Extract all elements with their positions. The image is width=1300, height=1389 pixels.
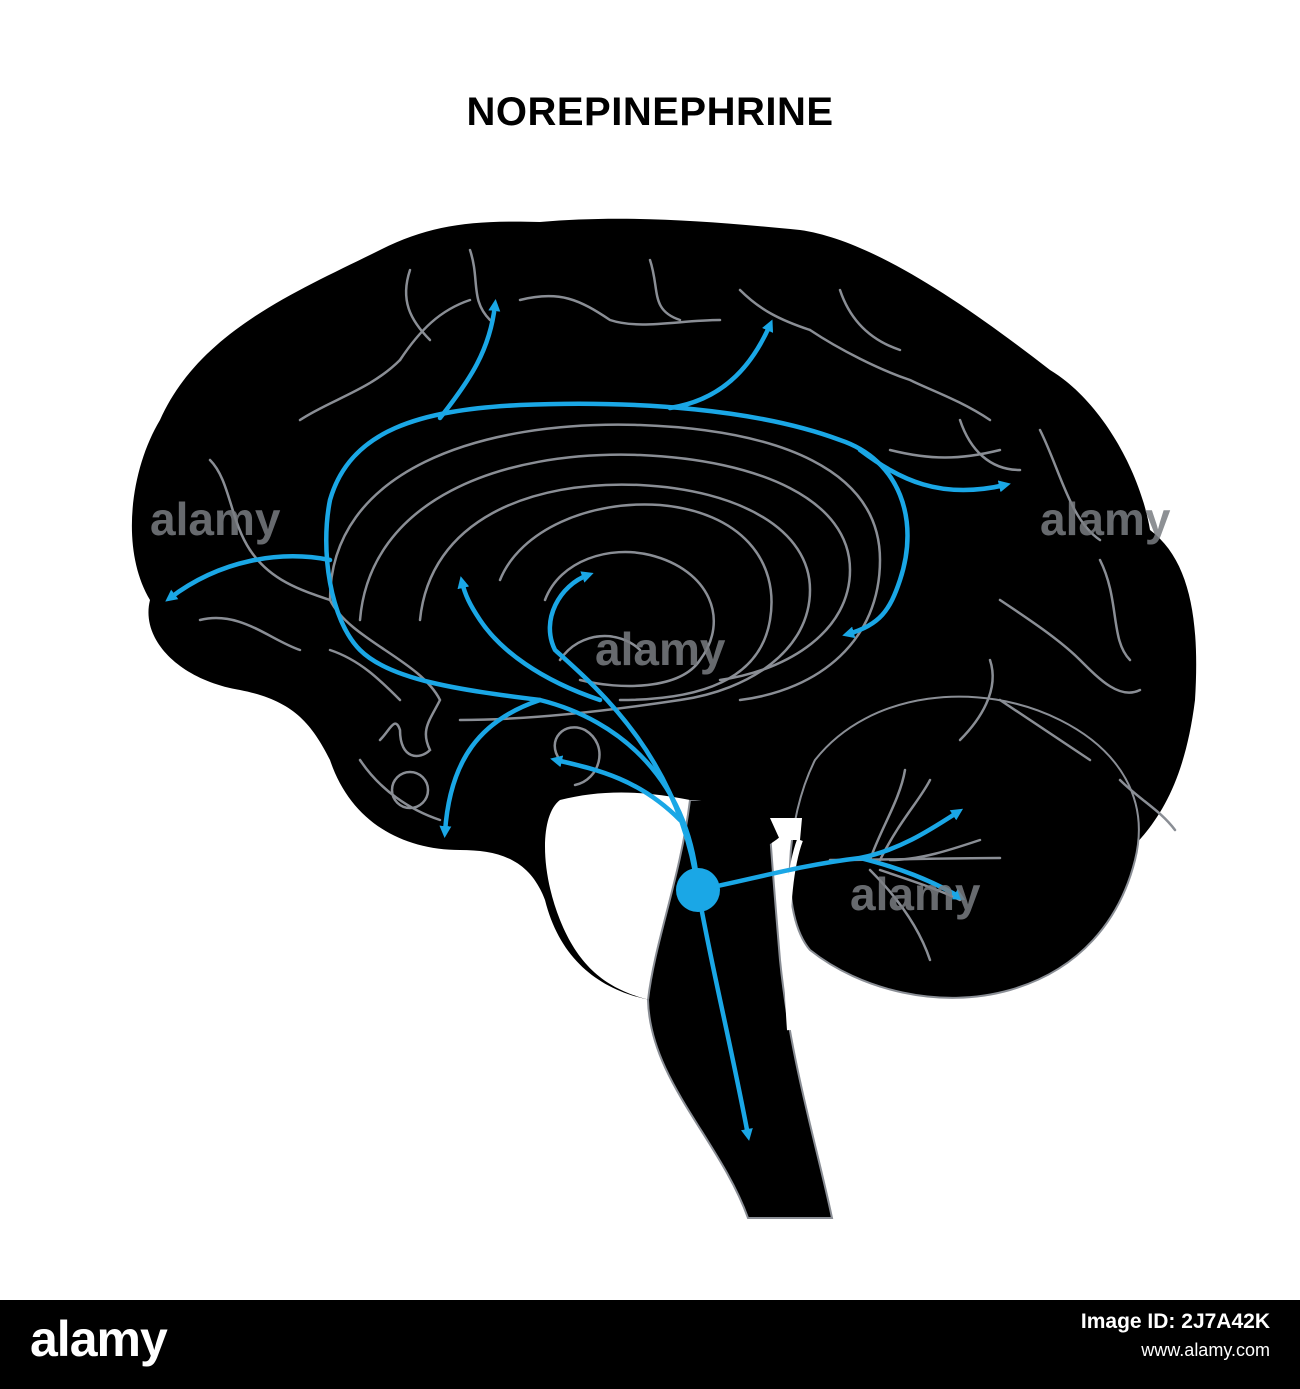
cerebellum <box>788 695 1140 999</box>
watermark-right: alamy <box>1040 493 1171 545</box>
pathway-thalamic-1 <box>547 571 701 893</box>
footer-bar: alamy Image ID: 2J7A42K www.alamy.com <box>0 1300 1300 1389</box>
brainstem-divider <box>784 838 803 1031</box>
pathway-superior-1 <box>437 299 501 421</box>
footer-image-info: Image ID: 2J7A42K www.alamy.com <box>1081 1308 1270 1364</box>
pathway-hypothalamic <box>439 697 543 838</box>
pathway-amygdala <box>550 755 683 823</box>
pathway-superior-2 <box>667 319 774 411</box>
sulci-lines <box>198 248 1177 962</box>
image-id: Image ID: 2J7A42K <box>1080 1310 1270 1333</box>
pathway-thalamic-2 <box>457 576 603 703</box>
pathway-spinal <box>695 887 753 1141</box>
footer-url[interactable]: www.alamy.com <box>1141 1340 1270 1360</box>
diagram-title: NOREPINEPHRINE <box>466 90 834 134</box>
footer-logo: alamy <box>30 1311 168 1367</box>
watermark-cerebellum: alamy <box>850 868 981 920</box>
pathway-frontal <box>165 554 333 602</box>
watermark-left: alamy <box>150 493 281 545</box>
pathway-occipital <box>857 447 1011 493</box>
brain-diagram: alamy alamy alamy alamy <box>131 218 1197 1219</box>
watermarks: alamy alamy alamy alamy <box>150 493 1171 920</box>
watermark-center: alamy <box>595 623 726 675</box>
locus-coeruleus-node <box>676 868 720 912</box>
norepinephrine-pathways <box>165 299 1011 1141</box>
fourth-ventricle <box>770 818 802 840</box>
pathway-cerebellar-2 <box>857 855 966 900</box>
